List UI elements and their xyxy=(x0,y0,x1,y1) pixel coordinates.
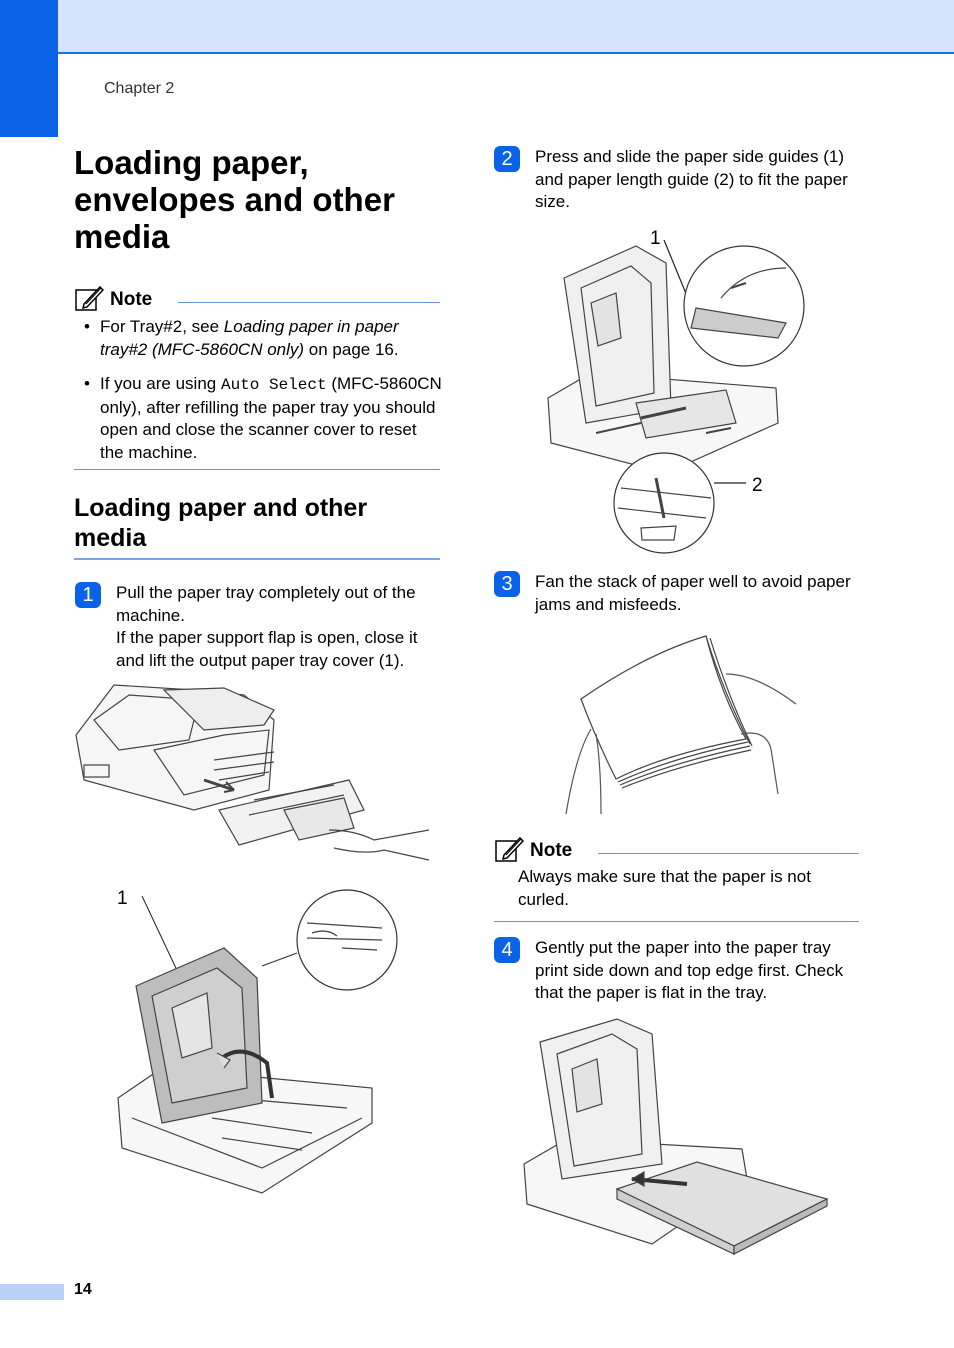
note-header: Note xyxy=(494,835,859,863)
note-box: Note xyxy=(494,835,859,863)
note-title: Note xyxy=(530,840,573,861)
note-bullets: For Tray#2, see Loading paper in paper t… xyxy=(84,316,444,476)
step-text: Fan the stack of paper well to avoid pap… xyxy=(535,572,851,614)
menu-setting: Auto Select xyxy=(220,376,327,394)
note-box: Note xyxy=(74,284,440,312)
section-title: Loading paper and other media xyxy=(74,494,368,552)
header-bar xyxy=(58,0,954,54)
section-rule xyxy=(74,558,440,560)
step-number: 2 xyxy=(494,146,520,172)
note-pencil-icon xyxy=(75,285,104,311)
step-text: Press and slide the paper side guides (1… xyxy=(535,147,848,211)
step-text: Gently put the paper into the paper tray… xyxy=(535,938,844,1002)
note-rule xyxy=(598,853,859,854)
figure-fan-paper xyxy=(556,634,801,819)
step-number: 3 xyxy=(494,571,520,597)
callout-label: 1 xyxy=(650,228,661,249)
figure-machine-tray xyxy=(74,680,434,870)
note-pencil-icon xyxy=(495,836,524,862)
figure-paper-guides xyxy=(546,228,811,558)
figure-tray-cover xyxy=(112,888,402,1198)
note-header: Note xyxy=(74,284,440,312)
step-number: 4 xyxy=(494,937,520,963)
note-title: Note xyxy=(110,289,153,310)
cross-reference[interactable]: Loading paper in paper tray#2 (MFC-5860C… xyxy=(100,317,399,359)
note-text: Always make sure that the paper is not c… xyxy=(518,867,811,909)
chapter-label: Chapter 2 xyxy=(104,80,175,97)
page-number: 14 xyxy=(74,1281,92,1298)
callout-label: 1 xyxy=(117,888,128,909)
figure-paper-in-tray xyxy=(522,1014,832,1259)
step-number: 1 xyxy=(75,582,101,608)
list-item: If you are using Auto Select (MFC-5860CN… xyxy=(84,373,444,464)
chapter-tab xyxy=(0,0,58,137)
callout-label: 2 xyxy=(752,475,763,496)
note-bottom-rule xyxy=(494,921,859,922)
note-bottom-rule xyxy=(74,469,440,470)
note-rule xyxy=(178,302,440,303)
page-number-tab xyxy=(0,1284,64,1300)
step-text: Pull the paper tray completely out of th… xyxy=(116,583,418,670)
list-item: For Tray#2, see Loading paper in paper t… xyxy=(84,316,444,361)
page-title: Loading paper, envelopes and other media xyxy=(74,144,395,255)
